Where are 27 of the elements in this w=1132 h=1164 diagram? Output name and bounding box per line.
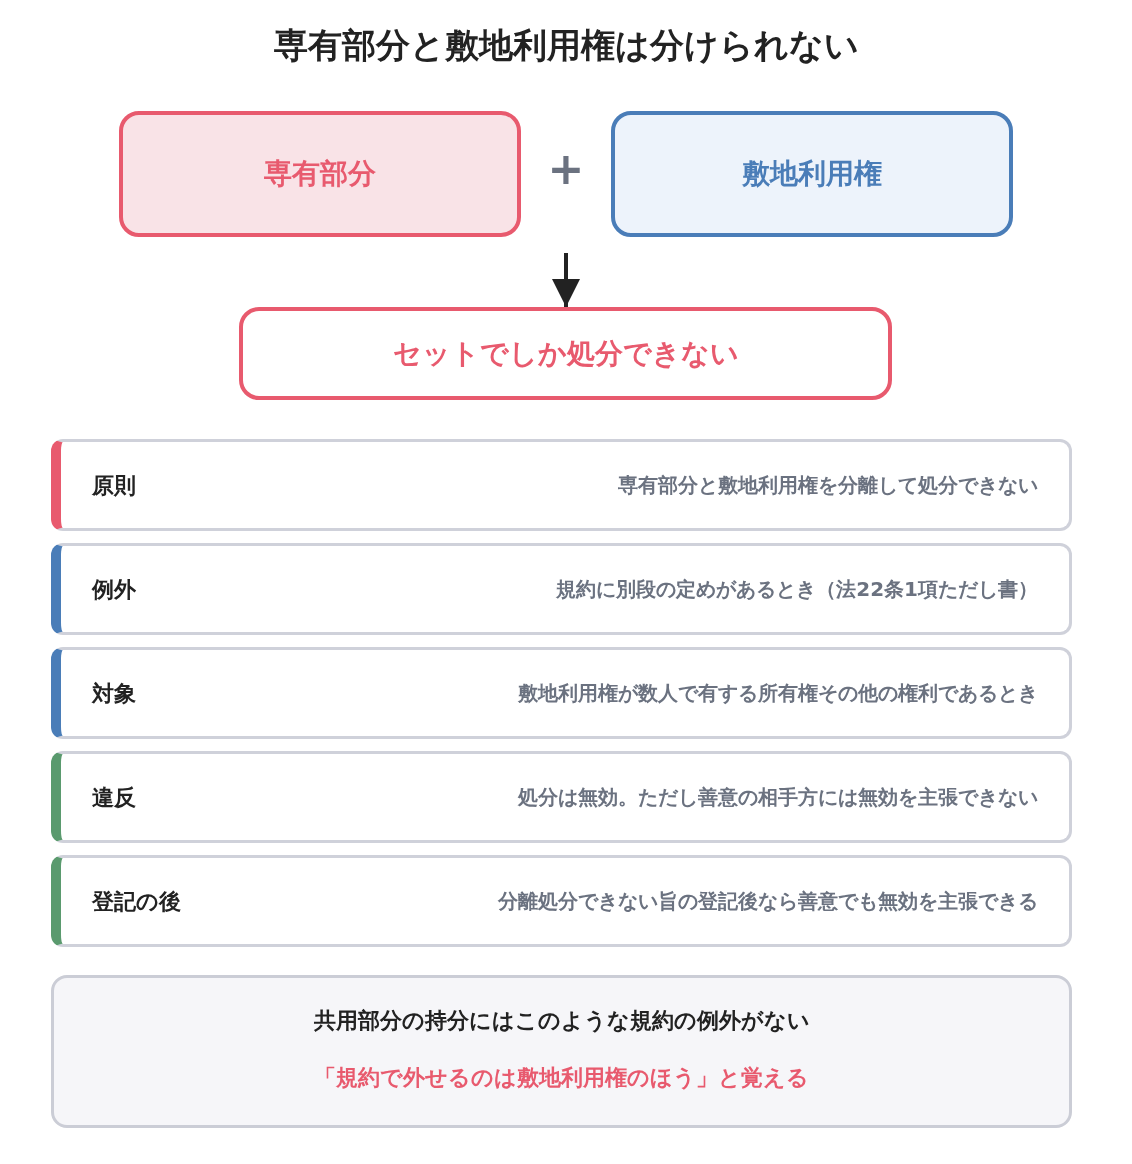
row-heading: 原則 bbox=[92, 471, 136, 500]
row-description: 処分は無効。ただし善意の相手方には無効を主張できない bbox=[518, 784, 1038, 811]
box-label: 専有部分 bbox=[264, 156, 376, 192]
row-description: 規約に別段の定めがあるとき（法22条1項ただし書） bbox=[556, 576, 1038, 603]
row-heading: 対象 bbox=[92, 679, 136, 708]
row-description: 分離処分できない旨の登記後なら善意でも無効を主張できる bbox=[498, 888, 1038, 915]
result-box bbox=[239, 307, 892, 400]
concept-box bbox=[611, 111, 1013, 237]
note-highlight: 「規約で外せるのは敷地利用権のほう」と覚える bbox=[314, 1064, 809, 1092]
rule-row bbox=[51, 751, 1072, 843]
title: 専有部分と敷地利用権は分けられない bbox=[273, 24, 859, 67]
plus-sign: + bbox=[546, 142, 586, 196]
row-heading: 登記の後 bbox=[92, 887, 181, 916]
box-label: セットでしか処分できない bbox=[392, 335, 739, 372]
concept-box bbox=[119, 111, 521, 237]
rule-row bbox=[51, 543, 1072, 635]
box-label: 敷地利用権 bbox=[742, 156, 882, 192]
arrow bbox=[552, 253, 580, 307]
rule-row bbox=[51, 439, 1072, 531]
row-heading: 違反 bbox=[92, 783, 136, 812]
note-text: 共用部分の持分にはこのような規約の例外がない bbox=[313, 1007, 810, 1035]
row-description: 敷地利用権が数人で有する所有権その他の権利であるとき bbox=[518, 680, 1038, 707]
note-panel bbox=[51, 975, 1072, 1128]
row-description: 専有部分と敷地利用権を分離して処分できない bbox=[618, 472, 1038, 499]
rule-row bbox=[51, 855, 1072, 947]
rule-row bbox=[51, 647, 1072, 739]
row-heading: 例外 bbox=[92, 575, 136, 604]
